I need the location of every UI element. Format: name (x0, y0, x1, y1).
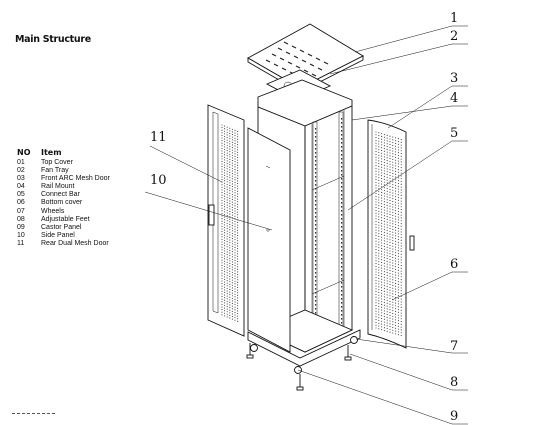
legend-row: 02 Fan Tray (17, 167, 110, 175)
legend-row: 08 Adjustable Feet (17, 216, 110, 224)
legend-no: 05 (17, 191, 25, 199)
callout-number: 2 (450, 29, 458, 44)
callout-number: 10 (150, 173, 167, 188)
legend-no: 10 (17, 231, 25, 239)
legend-header-item: Item (41, 148, 62, 157)
legend-item: Front ARC Mesh Door (41, 175, 110, 183)
legend-no: 09 (17, 223, 25, 231)
legend-item: Connect Bar (41, 191, 80, 199)
rear-door (207, 104, 245, 337)
diagram-title: Main Structure (15, 34, 91, 45)
legend-item: Fan Tray (41, 167, 69, 175)
legend-no: 04 (17, 183, 25, 191)
legend-row: 09 Castor Panel (17, 224, 110, 232)
legend-item: Side Panel (41, 231, 75, 239)
legend-row: 11 Rear Dual Mesh Door (17, 240, 110, 248)
legend-row: 07 Wheels (17, 208, 110, 216)
callout-labels: 1 2 3 4 5 6 7 8 9 10 11 (150, 11, 458, 424)
legend-item: Castor Panel (41, 223, 82, 231)
legend-item: Wheels (41, 207, 65, 215)
legend-no: 02 (17, 167, 25, 175)
callout-number: 5 (450, 126, 458, 141)
legend-no: 03 (17, 175, 25, 183)
callout-number: 7 (450, 339, 458, 354)
legend-row: 03 Front ARC Mesh Door (17, 175, 110, 183)
legend-row: 06 Bottom cover (17, 199, 110, 207)
callout-number: 6 (450, 257, 458, 272)
callout-number: 9 (450, 409, 458, 424)
legend-header-no: NO (17, 148, 31, 157)
side-panel (247, 127, 291, 353)
legend-no: 08 (17, 215, 25, 223)
parts-legend: NO Item 01 Top Cover 02 Fan Tray 03 Front ARC… (17, 148, 110, 248)
callout-number: 8 (450, 375, 458, 390)
callout-number: 4 (450, 91, 458, 106)
legend-item: Bottom cover (41, 199, 83, 207)
legend-item: Rail Mount (41, 183, 75, 191)
legend-no: 11 (17, 239, 25, 247)
legend-item: Top Cover (41, 159, 73, 166)
legend-no: 06 (17, 199, 25, 207)
legend-no: 01 (17, 159, 25, 166)
front-door (367, 119, 415, 349)
callout-number: 3 (450, 71, 458, 86)
footer-mark (12, 413, 55, 416)
callout-number: 1 (450, 11, 458, 26)
callout-lines (144, 25, 468, 425)
adjustable-feet (246, 343, 352, 391)
legend-item: Rear Dual Mesh Door (41, 239, 109, 247)
legend-no: 07 (17, 207, 25, 215)
legend-row: 10 Side Panel (17, 232, 110, 240)
legend-header: NO Item (17, 148, 110, 159)
legend-row: 05 Connect Bar (17, 191, 110, 199)
legend-row: 04 Rail Mount (17, 183, 110, 191)
legend-row: 01 Top Cover (17, 159, 110, 167)
callout-number: 11 (150, 130, 167, 145)
legend-item: Adjustable Feet (41, 215, 90, 223)
